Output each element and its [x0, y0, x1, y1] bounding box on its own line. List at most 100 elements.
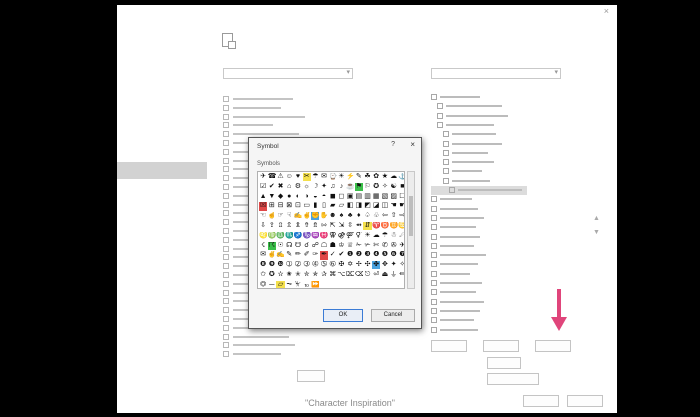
symbol-cell[interactable]: ▭ — [303, 202, 310, 210]
move-up-icon[interactable]: ▲ — [593, 215, 600, 222]
symbol-cell[interactable]: ☌ — [304, 241, 309, 249]
symbol-cell[interactable]: ◒ — [313, 192, 318, 200]
symbol-cell[interactable]: ✉ — [260, 251, 267, 259]
symbol-cell[interactable]: ❾ — [268, 261, 275, 269]
symbol-cell[interactable]: ■ — [400, 182, 405, 190]
symbol-cell[interactable]: ☛ — [399, 202, 405, 210]
symbol-cell[interactable]: ✉ — [321, 173, 327, 180]
import-export-dropdown[interactable] — [487, 373, 539, 385]
ribbon-tree-item[interactable] — [431, 279, 487, 288]
reset-dropdown[interactable] — [487, 357, 521, 369]
checkbox[interactable] — [437, 112, 443, 119]
symbol-cell[interactable]: ☗ — [329, 241, 336, 249]
symbol-cell[interactable]: ⇰ — [321, 222, 327, 229]
command-list-item[interactable] — [223, 130, 353, 139]
ribbon-tree-item[interactable] — [431, 177, 495, 186]
checkbox[interactable] — [431, 196, 437, 203]
nav-item[interactable] — [117, 196, 207, 213]
symbol-cell[interactable]: ♥ — [295, 173, 301, 180]
symbol-grid-scrollbar[interactable] — [407, 171, 415, 289]
symbol-cell[interactable]: ✈ — [260, 173, 267, 180]
ribbon-tree-item[interactable] — [431, 307, 485, 316]
command-list-item[interactable] — [223, 95, 353, 104]
symbol-cell[interactable]: ☼ — [303, 182, 310, 190]
symbol-cell[interactable]: ✪ — [268, 271, 275, 278]
checkbox[interactable] — [431, 298, 437, 305]
checkbox[interactable] — [449, 187, 455, 193]
symbol-cell[interactable]: ♉ — [380, 222, 390, 229]
command-list-item[interactable] — [223, 113, 353, 122]
symbol-cell[interactable]: ▯ — [322, 202, 326, 210]
symbol-cell[interactable]: ✖ — [277, 182, 284, 190]
nav-item[interactable] — [117, 145, 207, 162]
symbol-cell[interactable]: ❹ — [373, 251, 380, 259]
symbol-cell[interactable]: ⇯ — [312, 222, 319, 229]
symbol-cell[interactable]: ✆ — [382, 241, 388, 249]
checkbox[interactable] — [437, 103, 443, 110]
checkbox[interactable] — [431, 261, 437, 268]
symbol-cell[interactable]: ✋ — [319, 212, 329, 220]
ribbon-tree-item[interactable] — [431, 298, 489, 307]
symbol-cell[interactable]: ▦ — [372, 192, 380, 200]
ribbon-tree-item[interactable] — [431, 316, 479, 325]
symbol-cell[interactable]: ✦ — [321, 182, 327, 190]
checkbox[interactable] — [431, 205, 437, 212]
symbol-cell[interactable]: ❼ — [399, 251, 405, 259]
symbol-cell[interactable]: ⚢ — [329, 231, 337, 239]
symbol-cell[interactable]: ☁ — [390, 173, 398, 180]
symbol-cell[interactable]: ✡ — [347, 261, 354, 269]
symbol-cell[interactable]: ⌚ — [328, 173, 337, 180]
symbol-cell[interactable]: ⇩ — [260, 222, 267, 229]
command-list-item[interactable] — [223, 104, 353, 113]
symbol-cell[interactable]: ⌂ — [287, 182, 292, 190]
move-down-icon[interactable]: ▼ — [593, 229, 600, 236]
symbol-cell[interactable]: ◼ — [329, 192, 336, 200]
customize-ribbon-dropdown[interactable] — [431, 68, 561, 79]
symbol-cell[interactable]: ☂ — [381, 231, 389, 239]
command-list-item[interactable] — [223, 350, 353, 359]
symbol-cell[interactable]: ⇨ — [399, 212, 405, 220]
symbol-cell[interactable]: ⇭ — [295, 222, 301, 229]
symbol-cell[interactable]: ▲ — [259, 192, 267, 200]
checkbox[interactable] — [443, 131, 449, 138]
symbol-cell[interactable]: ◓ — [321, 192, 327, 200]
symbol-cell[interactable]: ☈ — [267, 241, 276, 250]
symbol-cell[interactable]: ✇ — [390, 241, 397, 249]
checkbox[interactable] — [443, 149, 449, 156]
symbol-cell[interactable]: ◨ — [355, 202, 363, 210]
symbol-cell[interactable]: ✫ — [277, 271, 284, 278]
symbol-cell[interactable]: ✓ — [329, 251, 336, 259]
ribbon-tree-item[interactable] — [431, 260, 483, 269]
close-icon[interactable]: × — [410, 140, 415, 149]
ribbon-tree-item[interactable] — [431, 167, 487, 176]
ribbon-tree-item[interactable] — [431, 242, 479, 251]
symbol-cell[interactable]: ♌ — [259, 231, 268, 239]
symbol-cell[interactable]: ✄ — [373, 241, 380, 249]
symbol-cell[interactable]: ⊟ — [277, 202, 284, 210]
symbol-cell[interactable]: ✑ — [312, 251, 319, 259]
symbol-cell[interactable]: ☚ — [390, 202, 397, 210]
checkbox[interactable] — [431, 270, 437, 277]
symbol-cell[interactable]: ● — [287, 192, 292, 200]
symbol-cell[interactable]: ☐ — [399, 192, 405, 200]
symbol-cell[interactable]: ♕ — [347, 241, 354, 249]
nav-item[interactable] — [117, 43, 207, 60]
symbol-cell[interactable]: ☎ — [267, 173, 276, 180]
checkbox[interactable] — [431, 214, 437, 221]
symbol-cell[interactable]: ✭ — [295, 271, 301, 278]
symbol-cell[interactable]: ⇳ — [347, 222, 354, 229]
symbol-cell[interactable]: ❿ — [277, 261, 284, 269]
symbol-cell[interactable]: ⚠ — [277, 173, 284, 180]
symbol-cell[interactable]: ➀ — [286, 261, 293, 269]
symbol-cell[interactable]: ✁ — [355, 241, 362, 249]
symbol-cell[interactable]: ☑ — [260, 182, 267, 190]
symbol-cell[interactable]: ⊡ — [295, 202, 301, 210]
ribbon-tree-item[interactable] — [431, 288, 481, 297]
symbol-cell[interactable]: ☀ — [364, 231, 371, 239]
symbol-cell[interactable]: ☞ — [277, 212, 284, 220]
symbol-cell[interactable]: ⌥ — [337, 271, 346, 278]
symbol-cell[interactable]: ♧ — [373, 212, 380, 220]
symbol-cell[interactable]: ⚥ — [355, 231, 362, 239]
symbol-cell[interactable]: ♏ — [285, 231, 294, 239]
symbol-cell[interactable]: ⚤ — [346, 231, 355, 239]
